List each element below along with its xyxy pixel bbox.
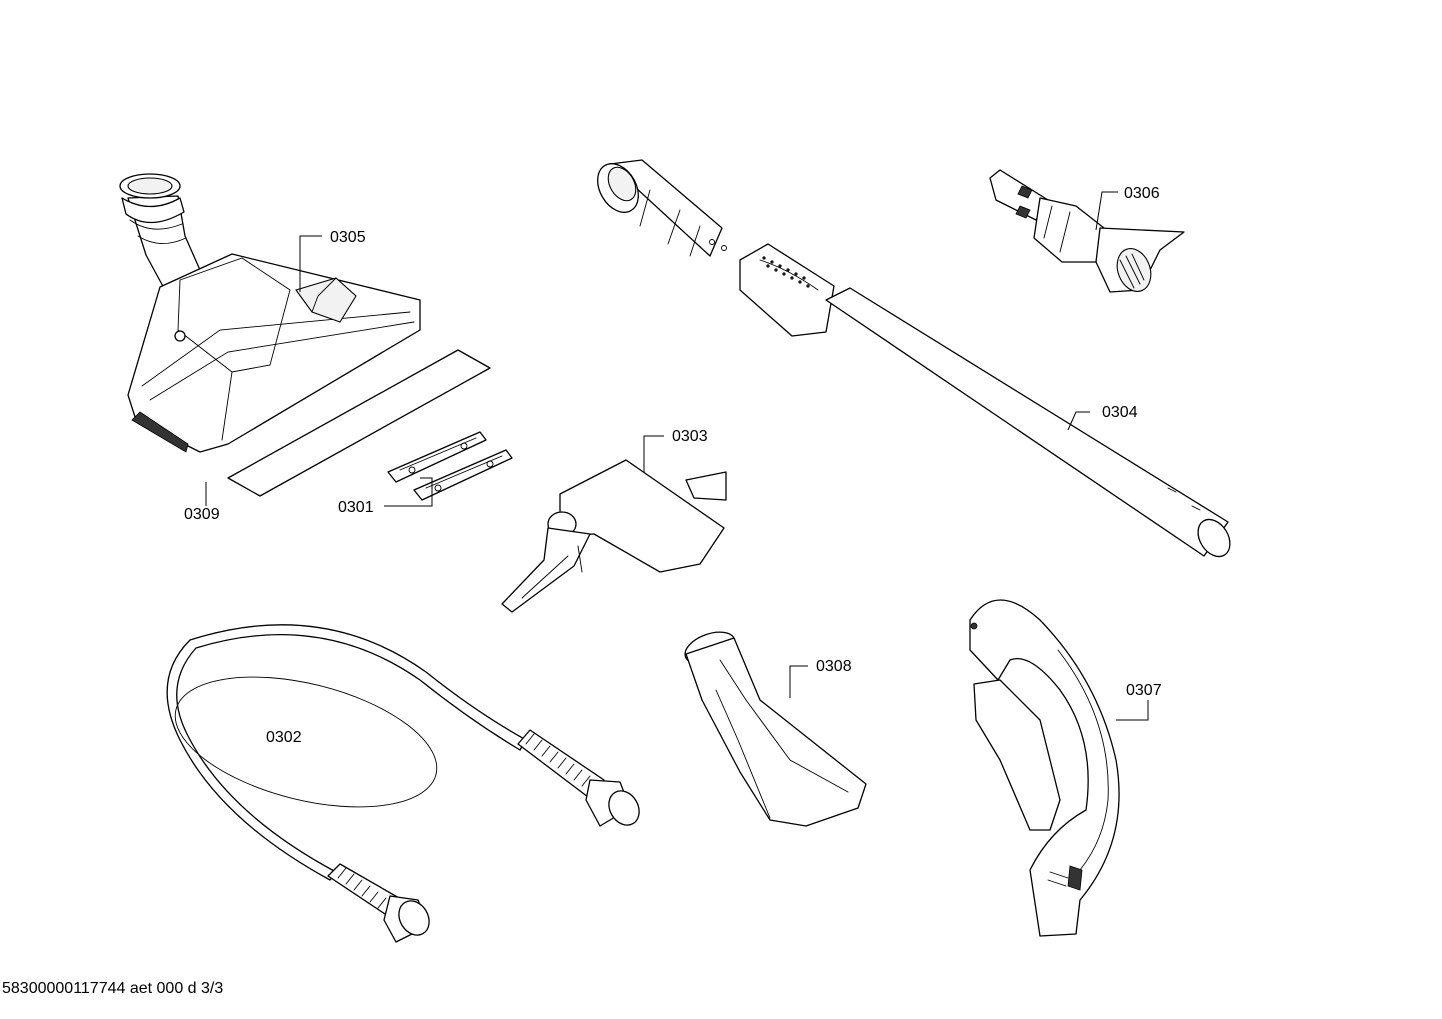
upholstery-nozzle-icon[interactable] bbox=[501, 459, 727, 613]
floor-nozzle-icon[interactable] bbox=[119, 173, 421, 453]
furniture-nozzle-icon[interactable] bbox=[681, 626, 867, 827]
label-0305: 0305 bbox=[330, 229, 366, 246]
drawing-reference-footer: 58300000117744 aet 000 d 3/3 bbox=[2, 980, 224, 997]
crevice-nozzle-icon[interactable] bbox=[989, 169, 1185, 296]
hose-handle-icon[interactable] bbox=[969, 599, 1120, 937]
telescopic-tube-icon[interactable] bbox=[589, 156, 1236, 562]
leader-lines bbox=[205, 191, 1149, 721]
label-0302: 0302 bbox=[266, 729, 302, 746]
strip-icon[interactable] bbox=[227, 349, 491, 497]
squeegee-strips-icon[interactable] bbox=[387, 431, 513, 501]
label-0307: 0307 bbox=[1126, 682, 1162, 699]
label-0303: 0303 bbox=[672, 428, 708, 445]
label-0304: 0304 bbox=[1102, 404, 1138, 421]
label-0309: 0309 bbox=[184, 506, 220, 523]
label-0306: 0306 bbox=[1124, 185, 1160, 202]
label-0301: 0301 bbox=[338, 499, 374, 516]
hose-icon[interactable] bbox=[162, 624, 645, 943]
label-0308: 0308 bbox=[816, 658, 852, 675]
